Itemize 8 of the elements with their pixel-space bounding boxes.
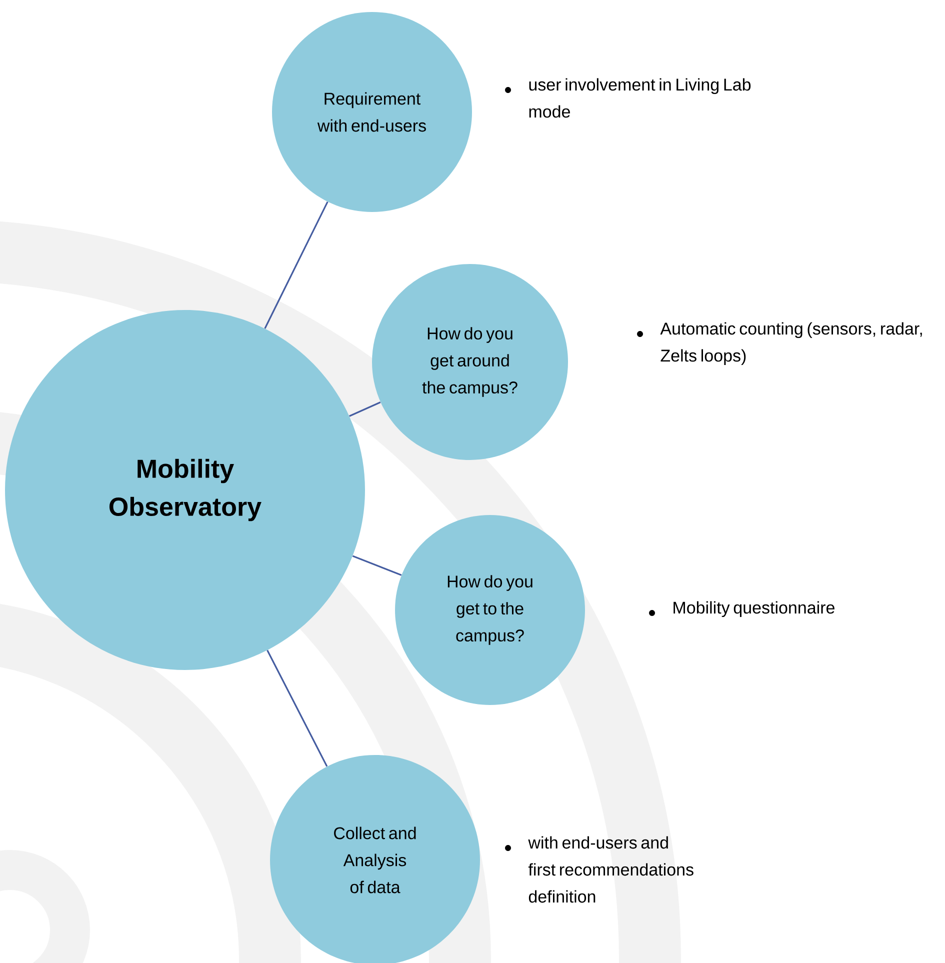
connector-line — [349, 402, 381, 417]
bullet-text: user involvement in Living Lab mode — [529, 78, 751, 118]
connector-line — [264, 201, 328, 329]
connector-line — [352, 555, 402, 576]
bullet-text: Mobility questionnaire — [674, 601, 834, 618]
bullet-text: with end-users and first recommendations definition — [528, 836, 694, 903]
connector-line — [266, 650, 328, 767]
bullet-text: Automatic counting (sensors, radar, Zelts loops) — [660, 322, 922, 366]
